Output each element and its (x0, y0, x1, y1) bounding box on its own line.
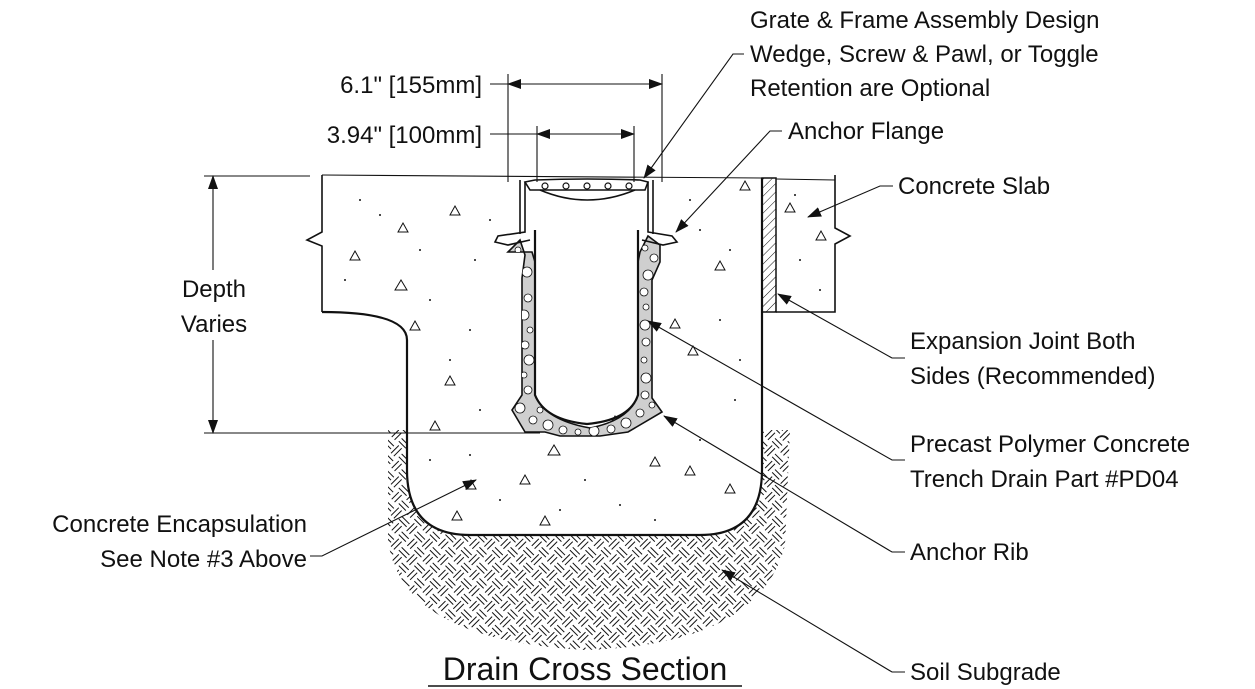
anchor-rib-callout: Anchor Rib (910, 539, 1029, 566)
anchor-flange-callout: Anchor Flange (788, 118, 944, 145)
concrete-slab (761, 175, 852, 313)
trench-drain-channel (493, 178, 679, 437)
encapsulation-callout-line2: See Note #3 Above (100, 546, 307, 573)
precast-drain-callout-line2: Trench Drain Part #PD04 (910, 466, 1179, 493)
soil-subgrade-callout: Soil Subgrade (910, 659, 1061, 686)
grate-top (523, 178, 650, 191)
depth-label-line2: Varies (181, 311, 247, 338)
inner-width-label: 3.94" [100mm] (327, 122, 482, 149)
expansion-joint-callout-line2: Sides (Recommended) (910, 363, 1155, 390)
overall-width-label: 6.1" [155mm] (340, 72, 482, 99)
concrete-speckle (349, 179, 751, 526)
precast-drain-callout-line1: Precast Polymer Concrete (910, 431, 1190, 458)
drawing-title: Drain Cross Section (443, 651, 728, 687)
expansion-joint-callout-line1: Expansion Joint Both (910, 328, 1135, 355)
encapsulation-callout-line1: Concrete Encapsulation (52, 511, 307, 538)
grate-frame-callout-line2: Wedge, Screw & Pawl, or Toggle (750, 41, 1099, 68)
grate-frame-callout-line3: Retention are Optional (750, 75, 990, 102)
expansion-joint (761, 177, 777, 313)
leader-lines (310, 53, 905, 673)
grate-frame-callout-line1: Grate & Frame Assembly Design (750, 7, 1099, 34)
depth-label-line1: Depth (182, 276, 246, 303)
soil-subgrade-hatch (388, 430, 790, 650)
concrete-slab-callout: Concrete Slab (898, 173, 1050, 200)
dimension-lines (204, 74, 663, 434)
